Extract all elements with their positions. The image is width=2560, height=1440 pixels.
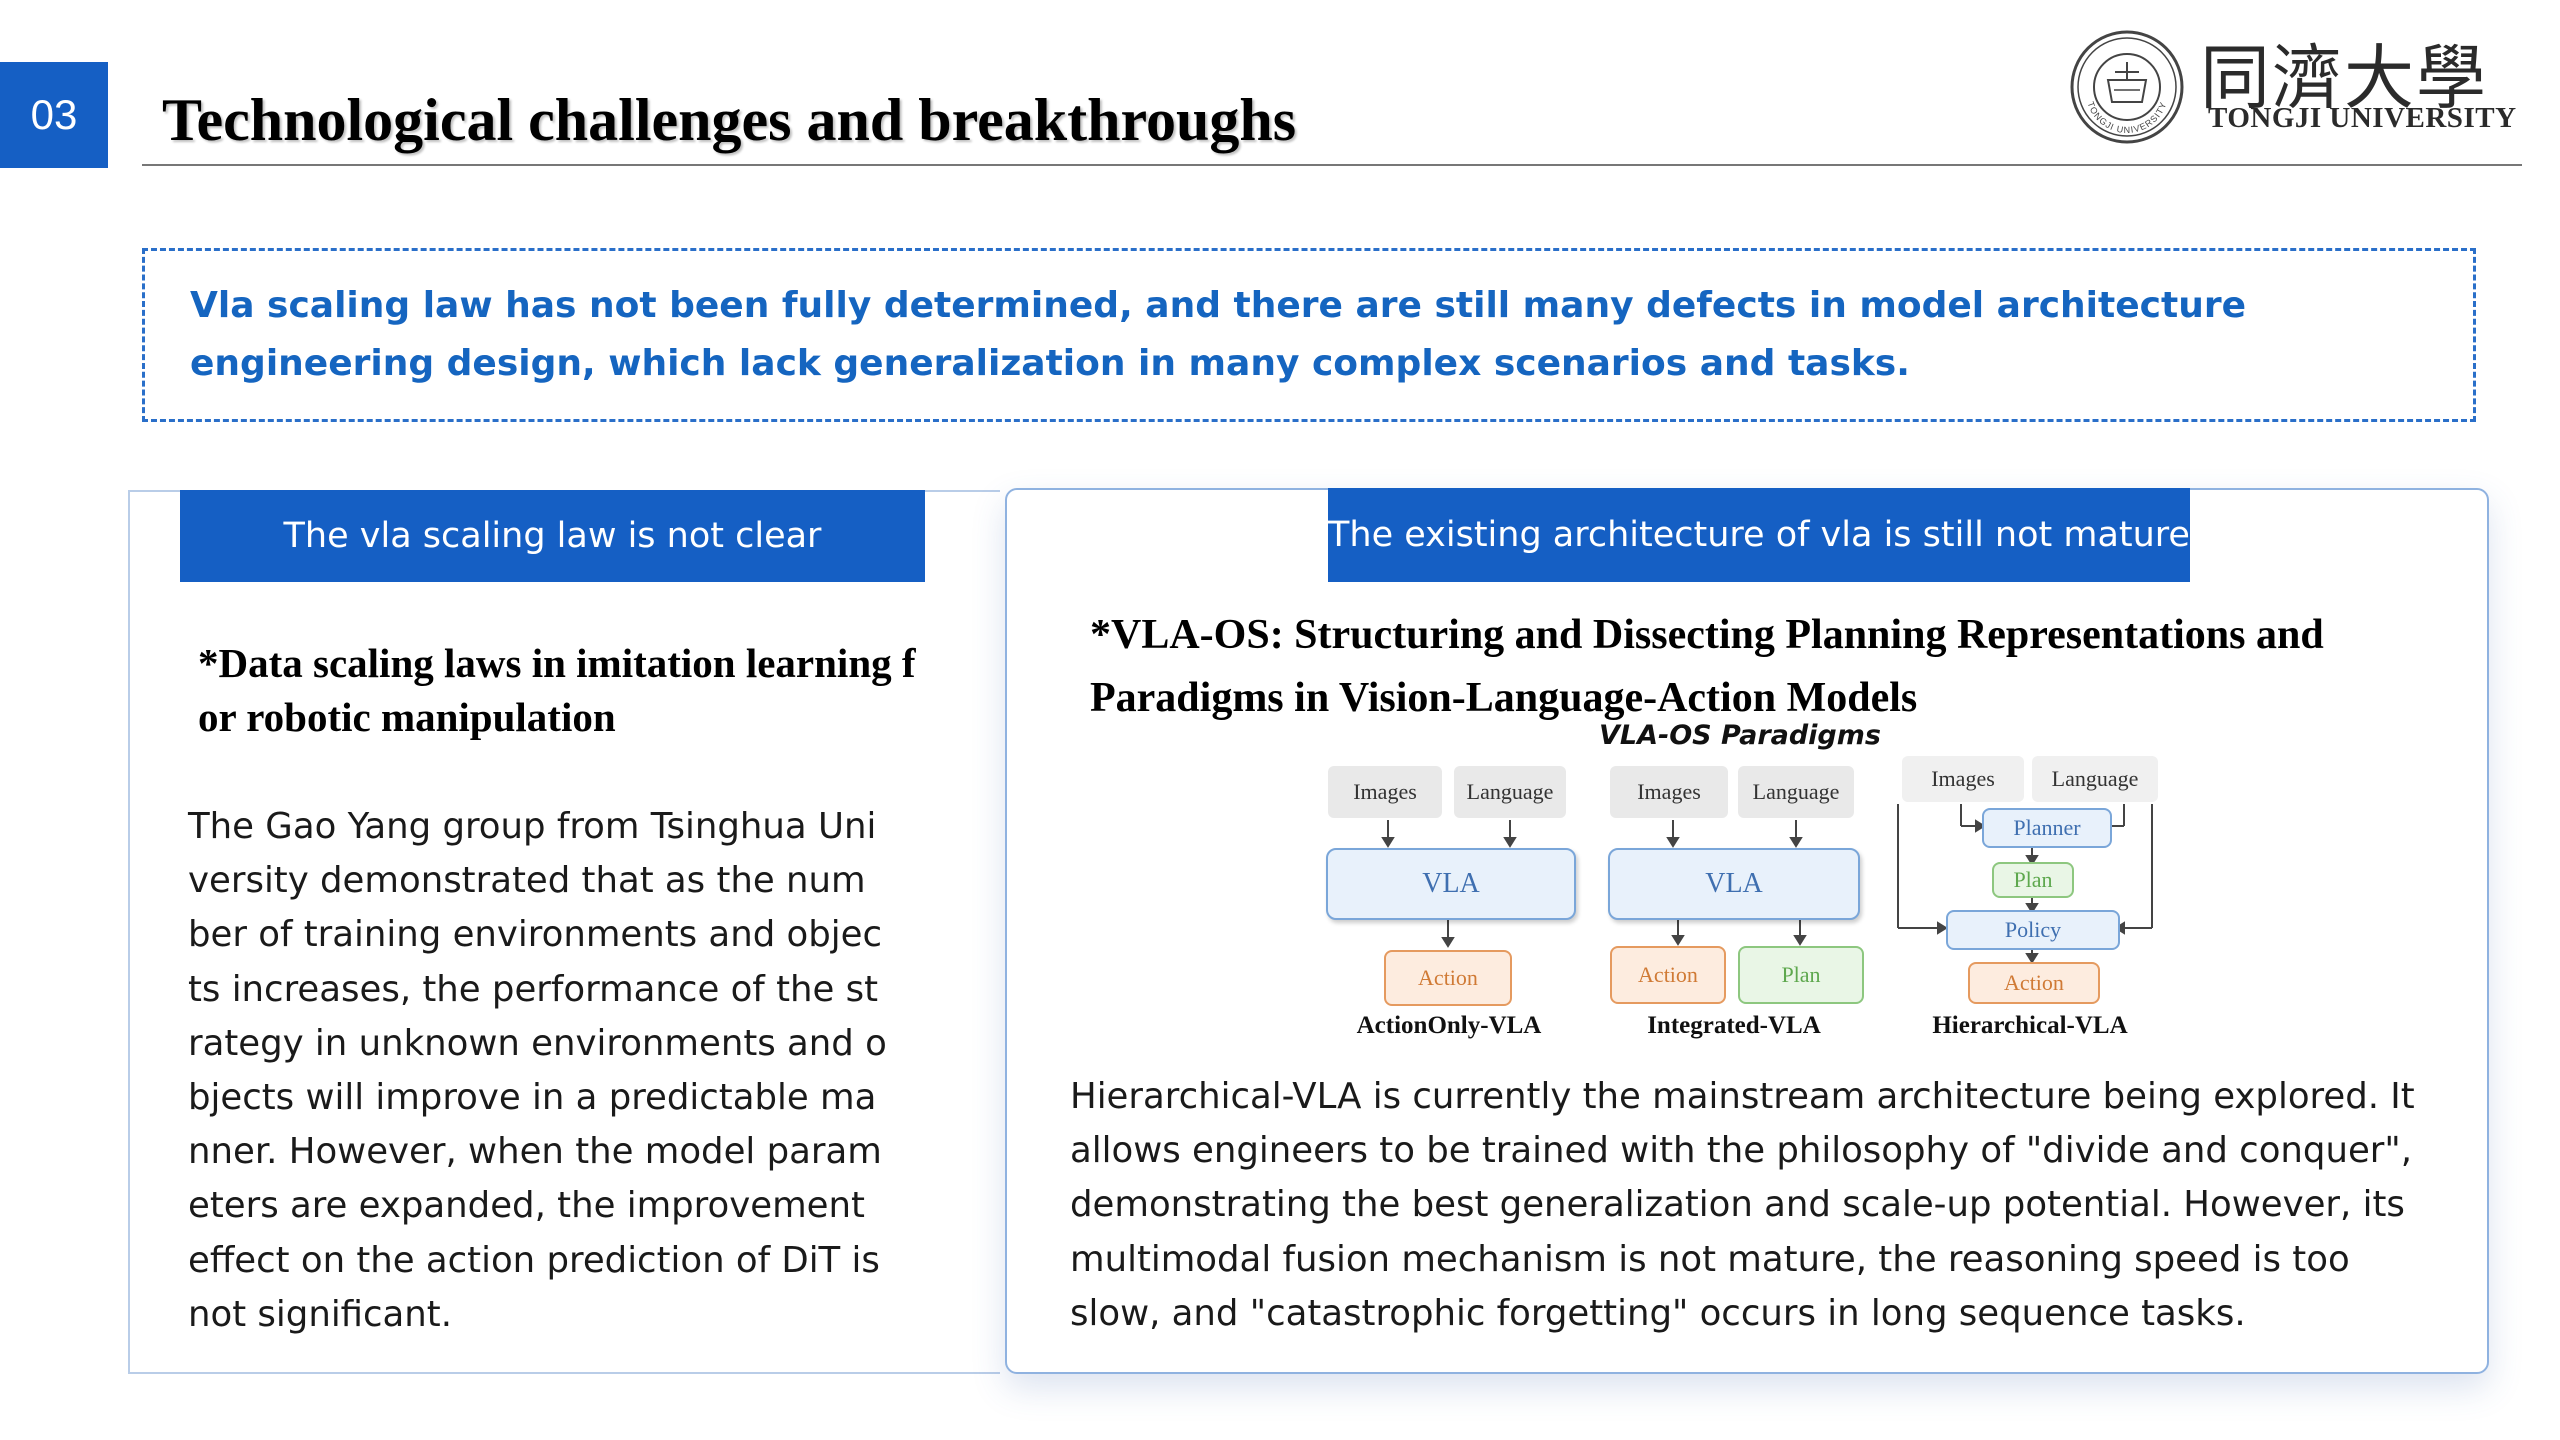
- hierarchical-language-input: Language: [2032, 756, 2158, 802]
- left-panel-tab: The vla scaling law is not clear: [180, 490, 925, 582]
- right-panel: [1005, 488, 2489, 1374]
- hierarchical-caption: Hierarchical-VLA: [1932, 1012, 2128, 1039]
- hierarchical-action-output: Action: [1968, 962, 2100, 1004]
- actiononly-action-output: Action: [1384, 950, 1512, 1006]
- summary-callout: Vla scaling law has not been fully deter…: [142, 248, 2476, 422]
- right-paper-title: *VLA-OS: Structuring and Dissecting Plan…: [1090, 612, 2324, 721]
- hierarchical-plan-block: Plan: [1992, 862, 2074, 898]
- left-panel-body: The Gao Yang group from Tsinghua Univers…: [188, 806, 887, 1335]
- integrated-plan-output: Plan: [1738, 946, 1864, 1004]
- diagram-title: VLA-OS Paradigms: [1599, 720, 1881, 751]
- summary-callout-text: Vla scaling law has not been fully deter…: [190, 285, 2246, 384]
- right-panel-body: Hierarchical-VLA is currently the mainst…: [1070, 1076, 2415, 1334]
- title-divider: [142, 164, 2522, 166]
- left-panel: [128, 490, 1000, 1374]
- right-panel-tab: The existing architecture of vla is stil…: [1328, 488, 2190, 582]
- actiononly-images-input: Images: [1328, 766, 1442, 818]
- hierarchical-planner-block: Planner: [1982, 808, 2112, 848]
- university-name-english: TONGJI UNIVERSITY: [2208, 102, 2517, 134]
- svg-text:TONGJI UNIVERSITY: TONGJI UNIVERSITY: [2085, 100, 2168, 135]
- section-number-badge: 03: [0, 62, 108, 168]
- university-seal-icon: TONGJI UNIVERSITY: [2068, 28, 2186, 150]
- integrated-vla-block: VLA: [1608, 848, 1860, 920]
- hierarchical-policy-block: Policy: [1946, 910, 2120, 950]
- integrated-language-input: Language: [1738, 766, 1854, 818]
- left-paper-title: *Data scaling laws in imitation learning…: [198, 640, 916, 740]
- university-name-chinese: 同濟大學: [2200, 37, 2488, 119]
- seal-text: TONGJI UNIVERSITY: [2085, 100, 2167, 135]
- actiononly-caption: ActionOnly-VLA: [1356, 1012, 1542, 1039]
- integrated-images-input: Images: [1610, 766, 1728, 818]
- integrated-caption: Integrated-VLA: [1647, 1012, 1821, 1039]
- actiononly-language-input: Language: [1454, 766, 1566, 818]
- university-logo: TONGJI UNIVERSITY 同濟大學 TONGJI UNIVERSITY: [2068, 28, 2528, 152]
- integrated-action-output: Action: [1610, 946, 1726, 1004]
- hierarchical-images-input: Images: [1902, 756, 2024, 802]
- actiononly-vla-block: VLA: [1326, 848, 1576, 920]
- page-title: Technological challenges and breakthroug…: [162, 87, 1297, 153]
- vla-os-paradigms-diagram: VLA-OS Paradigms Images Lang: [1320, 720, 2160, 1048]
